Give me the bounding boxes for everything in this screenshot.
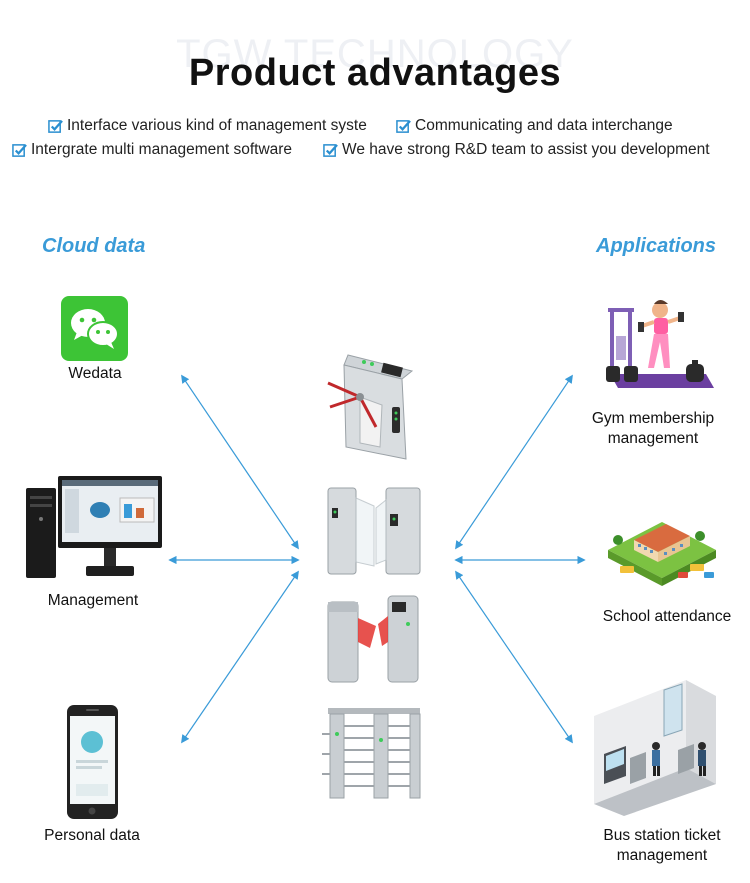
wechat-icon	[61, 296, 128, 361]
smartphone-icon	[67, 705, 118, 819]
checkbox-check-icon	[12, 143, 27, 157]
advantage-item: Interface various kind of management sys…	[48, 117, 367, 135]
cloud-data-heading: Cloud data	[42, 235, 146, 257]
gym-illustration-icon	[606, 300, 714, 388]
bus-station-illustration-icon	[594, 680, 716, 816]
page-title: Product advantages	[188, 52, 562, 94]
flap-barrier-icon	[327, 595, 419, 683]
swing-gate-icon	[327, 487, 421, 575]
management-label: Management	[47, 592, 139, 609]
desktop-computer-icon	[26, 476, 162, 578]
applications-heading: Applications	[596, 235, 717, 257]
arrow-to-bus-station	[455, 570, 573, 744]
advantage-text: We have strong R&D team to assist you de…	[342, 141, 710, 158]
gym-membership-label: Gym membership management	[591, 410, 715, 447]
advantage-item: Communicating and data interchange	[396, 117, 673, 135]
checkbox-check-icon	[48, 119, 63, 133]
full-height-turnstile-icon	[322, 708, 421, 799]
wedata-label: Wedata	[68, 365, 122, 382]
school-attendance-label: School attendance	[602, 608, 732, 625]
arrow-to-wedata	[181, 374, 299, 550]
advantage-text: Intergrate multi management software	[31, 141, 293, 158]
advantage-text: Communicating and data interchange	[415, 117, 673, 134]
brand-watermark: TGW TECHNOLOGY	[176, 32, 574, 76]
personal-data-label: Personal data	[44, 827, 140, 844]
checkbox-check-icon	[396, 119, 411, 133]
arrow-to-personal-data	[181, 570, 299, 744]
checkbox-check-icon	[323, 143, 338, 157]
tripod-turnstile-icon	[327, 354, 414, 460]
advantage-item: Intergrate multi management software	[12, 141, 292, 159]
bus-station-label: Bus station ticket management	[603, 827, 721, 864]
advantage-text: Interface various kind of management sys…	[67, 117, 367, 134]
school-illustration-icon	[608, 522, 716, 586]
advantage-item: We have strong R&D team to assist you de…	[323, 141, 710, 159]
arrow-to-gym	[455, 374, 573, 550]
